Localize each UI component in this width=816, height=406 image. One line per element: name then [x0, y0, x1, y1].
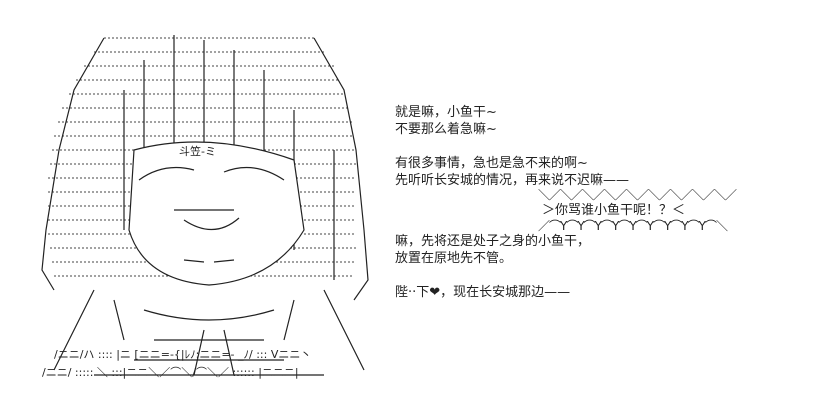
dialog-line: 就是嘛，小鱼干~ [395, 105, 497, 120]
body-glyphs-bottom: /ニニ/ ::::: ＼ :::|ニニ＼／⌒＼/⌒＼／ :::::: |ニニニ| [42, 366, 299, 379]
shout-bubble: ＼／＼／＼／＼／＼／＼／＼／＼／＼／ ＞你骂谁小鱼干呢！？＜ ／⌒Y⌒Y⌒Y⌒Y… [538, 189, 805, 233]
face [128, 141, 305, 286]
dialog-line: 不要那么着急嘛~ [395, 122, 497, 137]
hair-outline [41, 35, 369, 301]
dialog-line: 陛··下❤，现在长安城那边—— [395, 285, 571, 300]
body [53, 289, 365, 376]
shout-text: ＞你骂谁小鱼干呢！？＜ [542, 203, 686, 218]
body-glyphs: /ニニ/ハ :::: |ニ [ニニ=-{|ﾚﾉ:ニニ=- _ﾉ/ ::: Vニニ… [54, 348, 311, 361]
shout-top-border: ＼／＼／＼／＼／＼／＼／＼／＼／＼／ [538, 188, 737, 202]
face-features [138, 166, 285, 263]
shout-bottom-border: ／⌒Y⌒Y⌒Y⌒Y⌒Y⌒Y⌒Y⌒Y⌒Y⌒＼ [538, 219, 728, 233]
ascii-art-character: 斗笠-ミ /ニニ/ハ :::: |ニ [ニニ=-{|ﾚﾉ:ニニ=- _ﾉ/ ::… [41, 35, 369, 379]
dialog-text: 就是嘛，小鱼干~ 不要那么着急嘛~ 有很多事情，急也是急不来的啊~ 先听听长安城… [395, 104, 805, 301]
dialog-line: 嘛，先将还是处子之身的小鱼干， [395, 234, 591, 249]
dialog-line: 先听听长安城的情况，再来说不迟嘛—— [395, 173, 630, 188]
hair-glyphs: 斗笠-ミ [179, 144, 216, 158]
dialog-line: 放置在原地先不管。 [395, 251, 513, 266]
dialog-line: 有很多事情，急也是急不来的啊~ [395, 156, 588, 171]
